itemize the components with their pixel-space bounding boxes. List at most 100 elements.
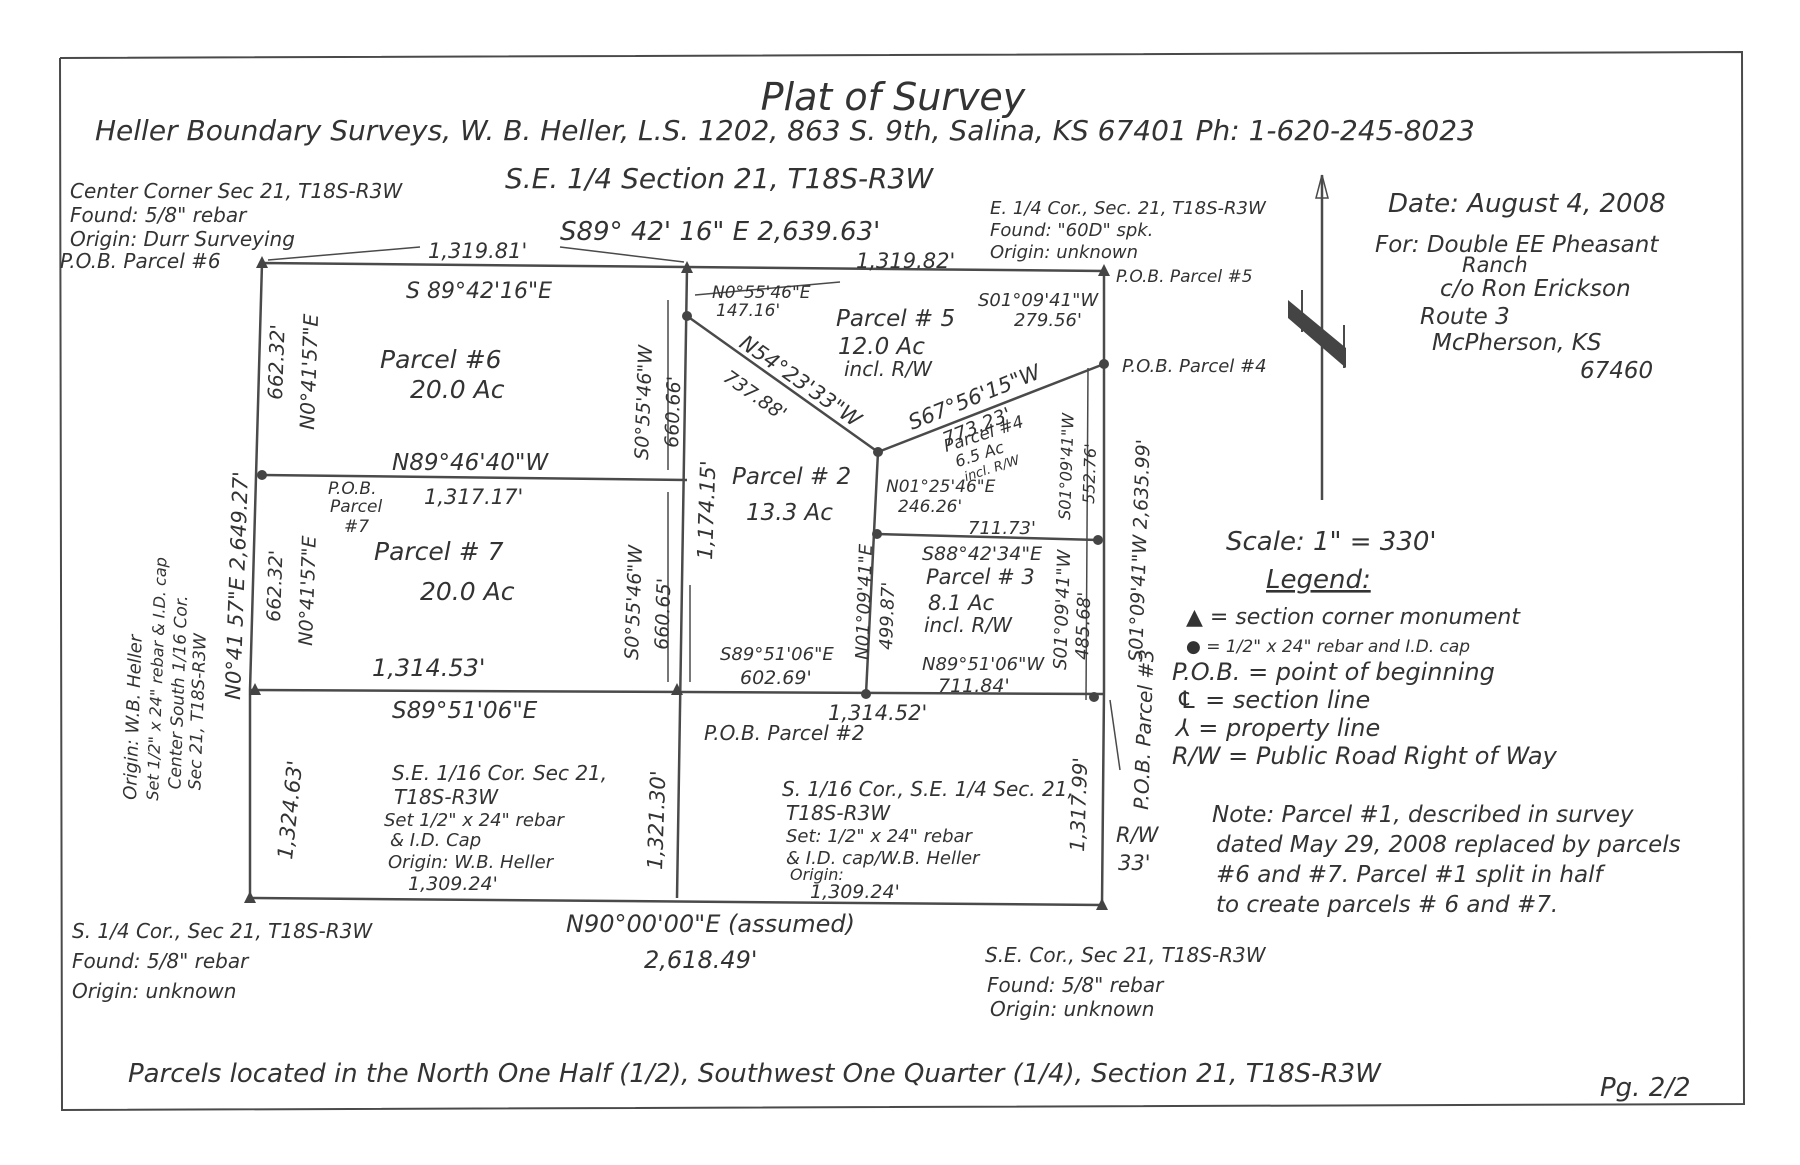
parcel-3-area: 8.1 Ac [928,591,994,615]
sheet-border [59,50,1746,1112]
east-south-distance: 1,317.99' [1065,757,1092,852]
center-corner-line-2: Found: 5/8" rebar [70,203,248,227]
parcel-4-east-bearing: S01°09'41"W [1055,412,1078,521]
se-sixteenth-line-6: 1,309.24' [408,873,498,895]
top-left-distance: 1,319.81' [428,239,527,263]
client-line-6: 67460 [1580,358,1653,384]
parcel-7-bottom-distance: 1,314.53' [372,654,485,682]
legend-item-pob: P.O.B. = point of beginning [1172,658,1495,686]
legend-item-property-line: ⅄ = property line [1174,714,1380,742]
se-sixteenth-line-2: T18S-R3W [394,785,499,809]
parcel-5-name: Parcel # 5 [836,306,955,332]
parcel-4-east-distance: 552.76' [1079,443,1100,504]
monument-east-quarter [1098,264,1110,276]
pob-parcel-2: P.O.B. Parcel #2 [704,721,865,745]
parcel-3-east-bearing: S01°09'41"W [1050,548,1075,670]
legend-title: Legend: [1266,565,1371,595]
pob-parcel-6: P.O.B. Parcel #6 [60,249,221,273]
division-line-bearing: N89°46'40"W [392,450,549,476]
s-sixteenth-line-2: T18S-R3W [786,801,891,825]
south-quarter-line-3: Origin: unknown [72,979,236,1003]
southwest-distance: 1,324.63' [273,759,307,860]
se-sixteenth-line-3: Set 1/2" x 24" rebar [384,810,565,831]
west-line-bearing-distance: N0°41 57"E 2,649.27' [221,471,253,700]
parcel-7-area: 20.0 Ac [420,577,515,606]
rebar-apex [873,447,883,457]
parcel-2-west-distance: 660.66' [661,376,685,448]
note-line-3: #6 and #7. Parcel #1 split in half [1216,862,1605,888]
parcel-3-4-division-line [876,532,1099,542]
rebar-p3-p4-east [1093,535,1103,545]
legend-item-right-of-way: R/W = Public Road Right of Way [1172,742,1558,770]
se-sixteenth-line-4: & I.D. Cap [390,830,481,851]
parcel-6-west-distance: 662.32' [263,324,290,400]
client-line-4: Route 3 [1420,304,1510,330]
note-line-1: Note: Parcel #1, described in survey [1212,802,1634,828]
note-line-2: dated May 29, 2008 replaced by parcels [1216,832,1681,858]
parcel-2-name: Parcel # 2 [732,464,851,490]
parcel-5-extra: incl. R/W [844,357,933,381]
center-property-line [675,267,689,899]
parcel-3-top-bearing: S88°42'34"E [922,543,1042,565]
parcel-6-area: 20.0 Ac [410,375,505,404]
parcel-6-top-bearing: S 89°42'16"E [406,279,552,304]
pob-parcel-7-line-2: Parcel [330,497,382,517]
pob-parcel-7-line-3: #7 [344,517,369,537]
south-quarter-line-2: Found: 5/8" rebar [72,949,250,973]
parcel-4-5-division-line [877,362,1105,454]
division-line-distance: 1,317.17' [424,485,523,509]
section-corner-monuments [244,256,1110,910]
client-line-2: Ranch [1462,253,1528,277]
center-line-distance: 1,174.15' [693,460,720,560]
parcel-3-top-distance: 711.73' [968,518,1036,539]
right-half-bottom-distance: 1,314.52' [828,701,927,725]
note-line-4: to create parcels # 6 and #7. [1216,892,1558,918]
east-quarter-line-3: Origin: unknown [990,242,1138,263]
monument-center-corner [256,256,268,268]
legend-item-rebar: ● = 1/2" x 24" rebar and I.D. cap [1186,637,1470,657]
s-sixteenth-line-1: S. 1/16 Cor., S.E. 1/4 Sec. 21, [782,777,1074,801]
east-line-bearing: S01°09'41"W 2,635.99' [1125,439,1155,662]
parcel-3-west-bearing: N01°09'41"E [852,543,877,660]
parcel-7-west-distance: 662.32' [263,550,287,622]
parcel-2-3-bearing: N01°25'46"E [886,477,996,497]
top-line-bearing: S89° 42' 16" E 2,639.63' [560,217,880,247]
pob-parcel-3: P.O.B. Parcel #3 [1129,649,1159,810]
parcel-7-east-distance: 660.65' [651,578,675,650]
parcel-2-west-bearing: S0°55'46"W [631,344,657,461]
survey-date: Date: August 4, 2008 [1388,189,1666,219]
parcel-2-bottom-bearing: S89°51'06"E [720,644,834,665]
rebar-p4 [1099,359,1109,369]
s-sixteenth-line-5: Origin: [790,865,844,884]
rebar-caps [257,311,1109,702]
parcel-5-area: 12.0 Ac [838,334,925,360]
rebar-p3-p4 [872,529,882,539]
parcel-3-extra: incl. R/W [924,613,1013,637]
page-number: Pg. 2/2 [1600,1073,1691,1103]
surveyor-line: Heller Boundary Surveys, W. B. Heller, L… [95,114,1475,147]
dimension-arrows [267,246,1121,771]
center-south-distance: 1,321.30' [643,770,670,870]
parcel-3-bottom-bearing: N89°51'06"W [922,654,1045,675]
parcel-7-east-bearing: S0°55'46"W [621,544,647,661]
rebar-p6-p7 [257,470,267,480]
center-south-note: Origin: W.B. Heller Set 1/2" x 24" rebar… [120,557,211,801]
s-sixteenth-line-4: & I.D. cap/W.B. Heller [786,848,981,869]
rebar-p3 [1089,692,1099,702]
parcel-3-west-distance: 499.87' [876,582,899,651]
rebar-p2-p5 [682,311,692,321]
east-quarter-line-1: E. 1/4 Cor., Sec. 21, T18S-R3W [990,198,1267,219]
se-corner-line-1: S.E. Cor., Sec 21, T18S-R3W [985,943,1267,967]
east-quarter-line-2: Found: "60D" spk. [990,220,1153,241]
center-corner-line-1: Center Corner Sec 21, T18S-R3W [70,179,403,203]
rebar-p2 [861,689,871,699]
parcel-5-east-bearing: S01°09'41"W [978,290,1099,311]
top-right-distance: 1,319.82' [856,249,955,273]
parcel-2-area: 13.3 Ac [746,500,833,526]
se-corner-line-3: Origin: unknown [990,997,1154,1021]
legend-item-section-line: ℄ = section line [1176,686,1370,714]
center-south-line-4: Sec 21, T18S-R3W [185,632,211,791]
center-corner-line-3: Origin: Durr Surveying [70,227,295,251]
right-of-way-line [1085,367,1089,701]
